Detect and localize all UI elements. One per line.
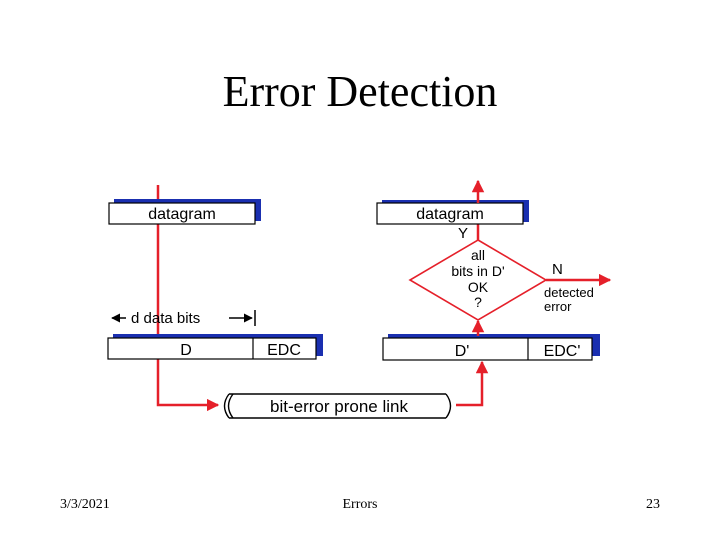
footer-date: 3/3/2021 <box>60 497 110 512</box>
receiver-edc-label: EDC' <box>544 343 581 360</box>
detected-line-2: error <box>544 299 572 314</box>
footer-center-text: Errors <box>342 497 378 512</box>
decision-diamond: all bits in D' OK ? <box>408 239 548 321</box>
yes-label: Y <box>458 225 468 242</box>
slide-title: Error Detection <box>222 67 498 116</box>
receiver-datagram-label: datagram <box>416 206 484 223</box>
no-label: N <box>552 261 563 278</box>
bit-error-prone-link: bit-error prone link <box>223 393 452 419</box>
d-data-bits-indicator: d data bits <box>111 310 256 327</box>
sender-datagram-box: datagram <box>108 199 261 225</box>
decision-line-4: ? <box>474 294 482 310</box>
link-to-receiver-line <box>456 360 489 407</box>
receiver-d-edc-box: D' EDC' <box>382 334 600 361</box>
receiver-d-label: D' <box>455 343 470 360</box>
decision-line-1: all <box>471 247 485 263</box>
sender-edc-label: EDC <box>267 342 301 359</box>
sender-d-edc-box: D EDC <box>107 334 323 360</box>
sender-to-link-line <box>156 185 220 412</box>
decision-line-3: OK <box>468 279 489 295</box>
receiver-datagram-box: datagram <box>376 200 529 225</box>
decision-line-2: bits in D' <box>451 263 504 279</box>
d-bits-label: d data bits <box>131 310 200 327</box>
detected-line-1: detected <box>544 285 594 300</box>
sender-datagram-label: datagram <box>148 206 216 223</box>
page-number: 23 <box>646 497 660 512</box>
sender-d-label: D <box>180 342 192 359</box>
link-label: bit-error prone link <box>270 397 408 416</box>
